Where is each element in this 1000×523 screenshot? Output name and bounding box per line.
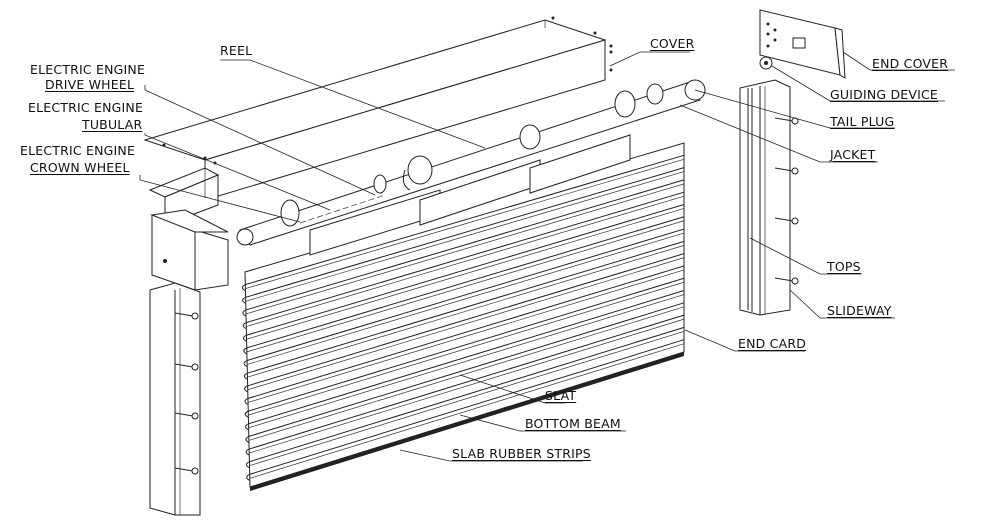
right-screws [774,117,799,285]
slat-end [245,435,250,443]
label-slat: SLAT [545,388,577,403]
slat-curtain [241,134,685,491]
slat-end [242,322,247,330]
label-engine-crown-line2: CROWN WHEEL [30,160,130,175]
screw-shaft [174,363,194,368]
slat-end [243,347,248,355]
slat-groove [246,220,685,353]
screw-shaft [174,467,194,472]
slat-line [249,326,685,463]
upper-slat [529,134,631,194]
screw-head [191,467,199,475]
cover-box [143,16,613,201]
reel-shaft [236,79,706,246]
label-tail-plug: TAIL PLUG [830,114,895,129]
label-end-card: END CARD [738,336,807,351]
label-end-cover: END COVER [872,56,949,71]
label-guiding-device: GUIDING DEVICE [830,87,939,102]
leader-lines [139,51,955,462]
slat-line [247,240,685,374]
screw-head [191,312,199,320]
slat-line [246,191,685,324]
bottom-beam-strip [250,352,684,491]
screw-shaft [774,117,794,122]
slat-end [244,398,249,405]
slat-groove [246,195,685,327]
slat-groove [247,269,685,403]
slat-groove [245,158,685,289]
label-bottom-beam: BOTTOM BEAM [525,416,621,431]
screw-shaft [174,312,194,317]
slat-groove [246,232,685,365]
screw-head [191,363,199,371]
slat-groove [246,208,685,340]
right-slideway [739,79,791,316]
label-engine-crown-line1: ELECTRIC ENGINE [20,143,136,158]
slat-groove [247,245,685,378]
slat-end [242,309,247,317]
screw-shaft [774,277,794,282]
slat-end [245,461,250,469]
slat-groove [249,318,685,454]
label-jacket: JACKET [830,147,876,162]
slat-line [246,203,685,336]
screw-shaft [774,167,794,172]
screw-shaft [774,217,794,222]
screw-head [191,412,199,420]
slat-groove [248,306,685,441]
slat-line [248,314,685,450]
slat-line [246,228,685,362]
label-cover: COVER [650,36,695,51]
label-engine-drive-line2: DRIVE WHEEL [45,77,135,92]
slat-end [243,360,248,367]
screw-shaft [174,412,194,417]
label-engine-drive-line1: ELECTRIC ENGINE [30,62,146,77]
slat-groove [248,281,685,416]
slat-end [242,296,246,304]
slat-line [248,302,685,437]
slat-end [246,473,250,481]
label-reel: REEL [220,43,253,58]
slat-end [243,372,248,380]
label-engine-tubular-line1: ELECTRIC ENGINE [28,100,144,115]
slat-line [245,154,685,286]
slat-end [241,284,246,292]
slat-line [247,253,685,387]
left-slideway [149,282,201,516]
slat-groove [249,331,685,467]
slat-line [248,277,685,412]
slat-groove [247,257,685,391]
slat-line [246,216,685,349]
screw-head [791,167,799,175]
slat-groove [248,294,685,429]
slat-line [248,290,685,425]
slat-end [245,448,250,456]
screw-head [791,217,799,225]
slat-line [245,179,685,311]
label-engine-tubular-line2: TUBULAR [82,117,143,132]
slat-line [245,167,685,298]
left-end-cap [150,209,229,291]
slat-groove [249,343,685,479]
left-screws [174,312,199,475]
slat-line [249,339,685,475]
right-end-cover [759,9,846,79]
slat-groove [245,183,685,315]
label-slab-rubber-strips: SLAB RUBBER STRIPS [452,446,591,461]
slat-end [245,423,249,431]
label-tops: TOPS [827,259,861,274]
slat-groove [245,171,685,302]
slat-end [244,410,249,418]
screw-head [791,277,799,285]
slat-end [244,385,248,393]
slat-line [247,265,685,399]
label-slideway: SLIDEWAY [827,303,892,318]
slat-end [242,334,247,342]
